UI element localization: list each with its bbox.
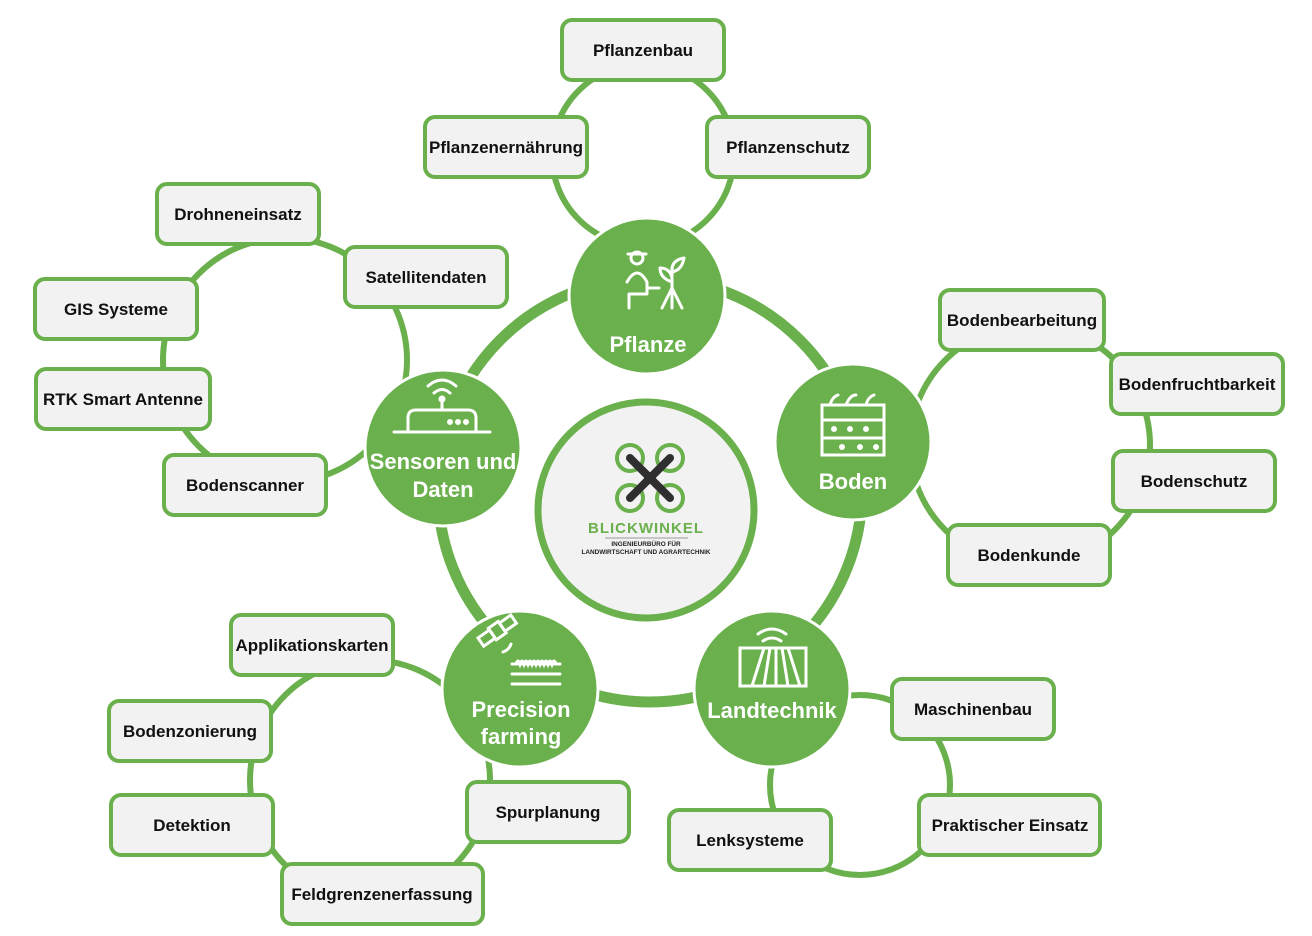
leaf-bodenkunde[interactable]: Bodenkunde xyxy=(946,523,1112,587)
leaf-applikationskarten[interactable]: Applikationskarten xyxy=(229,613,395,677)
leaf-rtk-smart-antenne-label: RTK Smart Antenne xyxy=(43,390,203,409)
hub-pflanze-label: Pflanze xyxy=(609,332,686,357)
hub-precision[interactable]: Precision farming xyxy=(440,609,600,769)
logo-title: BLICKWINKEL xyxy=(588,520,704,537)
leaf-spurplanung[interactable]: Spurplanung xyxy=(465,780,631,844)
leaf-bodenbearbeitung[interactable]: Bodenbearbeitung xyxy=(938,288,1106,352)
hub-boden[interactable]: Boden xyxy=(773,362,933,522)
leaf-spurplanung-label: Spurplanung xyxy=(496,803,601,822)
leaf-maschinenbau-label: Maschinenbau xyxy=(914,700,1032,719)
leaf-drohneneinsatz-label: Drohneneinsatz xyxy=(174,205,302,224)
leaf-applikationskarten-label: Applikationskarten xyxy=(235,636,388,655)
leaf-rtk-smart-antenne[interactable]: RTK Smart Antenne xyxy=(34,367,212,431)
leaf-bodenschutz[interactable]: Bodenschutz xyxy=(1111,449,1277,513)
leaf-bodenfruchtbarkeit[interactable]: Bodenfruchtbarkeit xyxy=(1109,352,1285,416)
center-logo: BLICKWINKEL INGENIEURBÜRO FÜR LANDWIRTSC… xyxy=(534,398,758,622)
hub-sensoren-label-2: Daten xyxy=(412,477,473,502)
leaf-bodenscanner[interactable]: Bodenscanner xyxy=(162,453,328,517)
leaf-feldgrenzenerfassung-label: Feldgrenzenerfassung xyxy=(291,885,472,904)
leaf-pflanzenschutz[interactable]: Pflanzenschutz xyxy=(705,115,871,179)
wifi-antenna-icon xyxy=(392,378,492,434)
field-rows-icon xyxy=(738,627,808,688)
leaf-bodenschutz-label: Bodenschutz xyxy=(1141,472,1248,491)
leaf-maschinenbau[interactable]: Maschinenbau xyxy=(890,677,1056,741)
hub-landtechnik[interactable]: Landtechnik xyxy=(692,609,852,769)
leaf-feldgrenzenerfassung[interactable]: Feldgrenzenerfassung xyxy=(280,862,485,926)
leaf-bodenfruchtbarkeit-label: Bodenfruchtbarkeit xyxy=(1119,375,1276,394)
leaf-lenksysteme-label: Lenksysteme xyxy=(696,831,804,850)
soil-layers-icon xyxy=(820,393,886,457)
leaf-detektion-label: Detektion xyxy=(153,816,230,835)
leaf-bodenzonierung[interactable]: Bodenzonierung xyxy=(107,699,273,763)
leaf-bodenkunde-label: Bodenkunde xyxy=(978,546,1081,565)
leaf-gis-systeme[interactable]: GIS Systeme xyxy=(33,277,199,341)
hub-landtechnik-label: Landtechnik xyxy=(707,698,837,723)
leaf-praktischer-einsatz[interactable]: Praktischer Einsatz xyxy=(917,793,1102,857)
satellite-field-icon xyxy=(475,612,562,686)
leaf-boxes: Pflanzenbau Pflanzenernährung Pflanzensc… xyxy=(33,18,1285,926)
leaf-pflanzenbau[interactable]: Pflanzenbau xyxy=(560,18,726,82)
leaf-bodenscanner-label: Bodenscanner xyxy=(186,476,304,495)
drone-icon xyxy=(615,443,685,513)
leaf-pflanzenernaehrung[interactable]: Pflanzenernährung xyxy=(423,115,589,179)
hub-sensoren-label-1: Sensoren und xyxy=(370,449,517,474)
hub-sensoren[interactable]: Sensoren und Daten xyxy=(363,368,523,528)
leaf-lenksysteme[interactable]: Lenksysteme xyxy=(667,808,833,872)
logo-subtitle-1: INGENIEURBÜRO FÜR xyxy=(611,539,681,548)
hub-boden-label: Boden xyxy=(819,469,887,494)
leaf-satellitendaten-label: Satellitendaten xyxy=(366,268,487,287)
leaf-bodenzonierung-label: Bodenzonierung xyxy=(123,722,257,741)
leaf-gis-systeme-label: GIS Systeme xyxy=(64,300,168,319)
leaf-bodenbearbeitung-label: Bodenbearbeitung xyxy=(947,311,1097,330)
leaf-pflanzenbau-label: Pflanzenbau xyxy=(593,41,693,60)
hub-precision-label-1: Precision xyxy=(471,697,570,722)
ring-landtechnik-cluster xyxy=(767,692,953,878)
leaf-drohneneinsatz[interactable]: Drohneneinsatz xyxy=(155,182,321,246)
leaf-pflanzenernaehrung-label: Pflanzenernährung xyxy=(429,138,583,157)
farmer-plant-icon xyxy=(625,250,686,310)
hub-precision-label-2: farming xyxy=(481,724,562,749)
leaf-satellitendaten[interactable]: Satellitendaten xyxy=(343,245,509,309)
leaf-pflanzenschutz-label: Pflanzenschutz xyxy=(726,138,850,157)
leaf-praktischer-einsatz-label: Praktischer Einsatz xyxy=(932,816,1089,835)
hub-pflanze[interactable]: Pflanze xyxy=(567,216,727,376)
logo-subtitle-2: LANDWIRTSCHAFT UND AGRARTECHNIK xyxy=(582,549,711,556)
leaf-detektion[interactable]: Detektion xyxy=(109,793,275,857)
